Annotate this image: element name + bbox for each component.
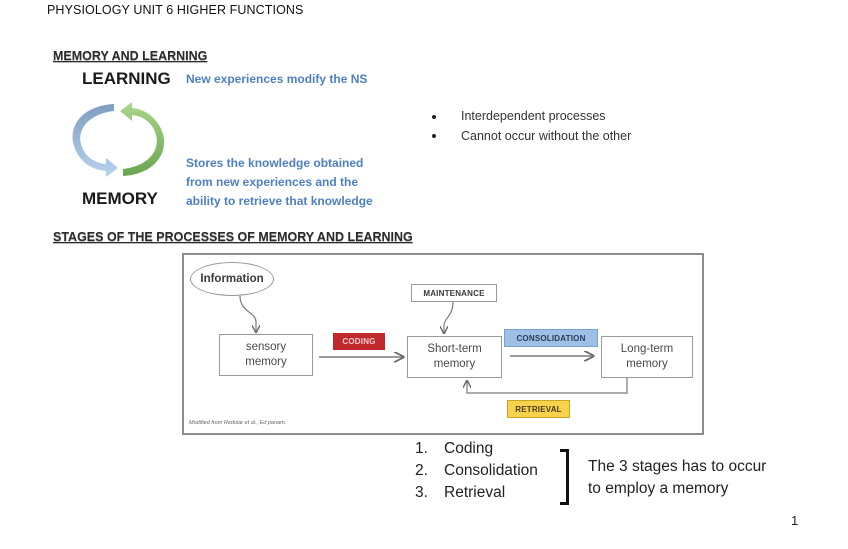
stage-label: Coding <box>444 440 494 457</box>
memory-description-line: ability to retrieve that knowledge <box>186 194 373 208</box>
information-node: Information <box>190 262 274 296</box>
memory-description: Stores the knowledge obtained from new e… <box>186 154 373 211</box>
green-arc-arrow <box>120 102 165 176</box>
cycle-arrows-icon <box>66 98 171 180</box>
stage-label: Retrieval <box>444 484 506 501</box>
memory-description-line: from new experiences and the <box>186 175 359 189</box>
bullet-item: Interdependent processes <box>430 107 631 127</box>
long-term-memory-box: Long-term memory <box>601 336 693 378</box>
bullet-icon <box>432 114 436 119</box>
bullet-text: Interdependent processes <box>461 109 606 123</box>
stage-label: Consolidation <box>444 462 538 479</box>
stages-list: 1. Coding 2. Consolidation 3. Retrieval <box>415 438 538 504</box>
stage-item: 2. Consolidation <box>415 460 538 482</box>
coding-tag: CODING <box>333 333 385 350</box>
stages-note-line: The 3 stages has to occur <box>588 458 767 475</box>
right-bracket-icon <box>560 449 569 505</box>
bullet-icon <box>432 134 436 139</box>
memory-description-line: Stores the knowledge obtained <box>186 156 364 170</box>
blue-arc-arrow <box>72 104 118 177</box>
page-header: PHYSIOLOGY UNIT 6 HIGHER FUNCTIONS <box>47 3 304 17</box>
bullet-list: Interdependent processes Cannot occur wi… <box>430 107 631 146</box>
consolidation-tag: CONSOLIDATION <box>504 329 598 347</box>
learning-label: LEARNING <box>82 69 171 88</box>
stage-number: 3. <box>415 484 428 501</box>
stage-item: 1. Coding <box>415 438 538 460</box>
sensory-memory-box: sensory memory <box>219 334 313 376</box>
stages-note: The 3 stages has to occur to employ a me… <box>588 456 766 500</box>
stage-number: 2. <box>415 462 428 479</box>
memory-label: MEMORY <box>82 189 158 208</box>
learning-description: New experiences modify the NS <box>186 72 368 86</box>
section-title-stages: STAGES OF THE PROCESSES OF MEMORY AND LE… <box>53 230 413 244</box>
page-number: 1 <box>791 513 799 528</box>
maintenance-tag: MAINTENANCE <box>411 284 497 302</box>
stage-number: 1. <box>415 440 428 457</box>
short-term-memory-box: Short-term memory <box>407 336 502 378</box>
stages-note-line: to employ a memory <box>588 480 729 497</box>
bullet-item: Cannot occur without the other <box>430 127 631 147</box>
diagram-caption: Modified from Redolar et al., Ed panam. <box>189 420 287 426</box>
bullet-text: Cannot occur without the other <box>461 128 632 143</box>
stage-item: 3. Retrieval <box>415 482 538 504</box>
retrieval-tag: RETRIEVAL <box>507 400 570 418</box>
section-title-memory-learning: MEMORY AND LEARNING <box>53 49 208 63</box>
